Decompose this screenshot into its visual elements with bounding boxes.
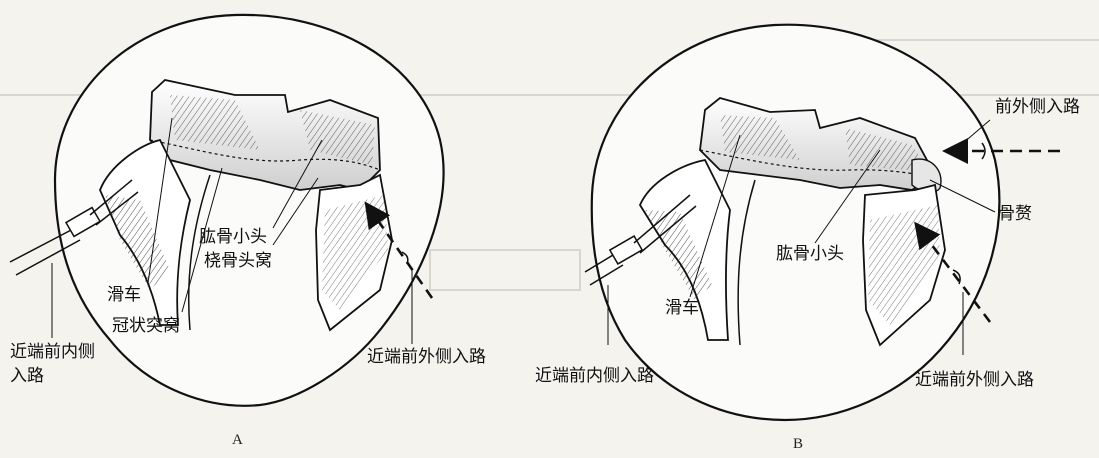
label-a-proximal-anteromedial-2: 入路 [10, 366, 44, 386]
label-a-proximal-anterolateral: 近端前外侧入路 [367, 347, 486, 367]
label-a-trochlea: 滑车 [107, 285, 141, 305]
label-b-capitellum: 肱骨小头 [776, 244, 844, 264]
label-b-osteophyte: 骨赘 [998, 204, 1032, 224]
label-a-coronoid-fossa: 冠状突窝 [112, 316, 180, 336]
label-a-radial-fossa: 桡骨头窝 [204, 251, 272, 271]
label-b-anterolateral: 前外侧入路 [995, 97, 1080, 117]
panel-b [585, 25, 1060, 420]
panel-a-letter: A [232, 432, 243, 449]
label-b-proximal-anteromedial: 近端前内侧入路 [535, 366, 654, 386]
label-a-capitellum: 肱骨小头 [199, 227, 267, 247]
label-a-proximal-anteromedial-1: 近端前内侧 [10, 342, 95, 362]
label-b-proximal-anterolateral: 近端前外侧入路 [915, 370, 1034, 390]
label-b-trochlea: 滑车 [665, 298, 699, 318]
panel-b-letter: B [793, 436, 803, 453]
